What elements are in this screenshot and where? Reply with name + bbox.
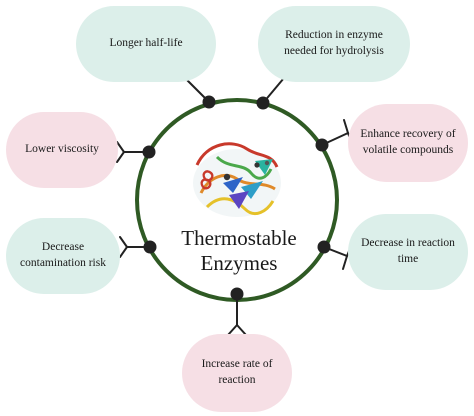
benefit-half-life: Longer half-life	[76, 6, 216, 82]
central-title-line-2: Enzymes	[200, 250, 278, 275]
central-title-line-1: Thermostable	[181, 226, 297, 250]
node-dot-reaction-time	[317, 240, 331, 254]
node-dot-contamination	[143, 240, 157, 254]
benefit-viscosity: Lower viscosity	[6, 112, 118, 188]
benefit-reaction-rate: Increase rate of reaction	[182, 334, 292, 412]
central-title: Thermostable Enzymes	[160, 226, 318, 276]
node-dot-enzyme-reduction	[256, 96, 270, 110]
enzyme-structure-illustration	[193, 142, 281, 217]
node-dot-volatile-recovery	[315, 138, 329, 152]
benefit-enzyme-reduction: Reduction in enzyme needed for hydrolysi…	[258, 6, 410, 82]
node-dot-viscosity	[142, 145, 156, 159]
node-dot-reaction-rate	[230, 287, 244, 301]
benefit-volatile-recovery: Enhance recovery of volatile compounds	[348, 104, 468, 182]
benefit-reaction-time: Decrease in reaction time	[348, 214, 468, 290]
benefit-contamination: Decrease contamination risk	[6, 218, 120, 294]
node-dot-half-life	[202, 95, 216, 109]
